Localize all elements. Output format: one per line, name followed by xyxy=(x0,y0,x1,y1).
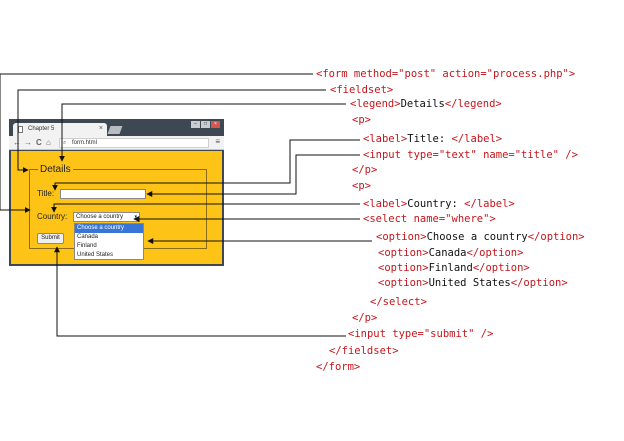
demo-submit-button[interactable]: Submit xyxy=(37,233,64,244)
code-select-open: <select name="where"> xyxy=(363,213,496,225)
arrow-label-title xyxy=(52,139,360,191)
code-label-country: <label>Country: </label> xyxy=(363,198,515,210)
code-text: Canada xyxy=(428,247,467,259)
demo-option[interactable]: Choose a country xyxy=(75,224,143,233)
demo-option[interactable]: United States xyxy=(77,252,114,258)
code-option: <option>United States</option> xyxy=(378,277,568,289)
code-label-title: <label>Title: </label> xyxy=(363,133,502,145)
code-tag: </option> xyxy=(527,231,585,243)
tab-close-icon[interactable]: × xyxy=(98,125,103,132)
demo-title-label: Title: xyxy=(37,189,55,198)
code-tag: <option> xyxy=(376,231,427,243)
code-fieldset-close: </fieldset> xyxy=(329,345,399,357)
code-fieldset-open: <fieldset> xyxy=(330,84,394,96)
code-tag: <legend> xyxy=(350,98,401,110)
demo-title-input[interactable] xyxy=(60,189,146,199)
demo-select-value: Choose a country xyxy=(76,214,124,220)
code-tag: </legend> xyxy=(444,98,502,110)
code-p-open: <p> xyxy=(352,114,371,126)
code-text: United States xyxy=(428,277,511,289)
demo-country-label: Country: xyxy=(37,212,68,221)
tab-title: Chapter 5 xyxy=(28,126,55,132)
demo-option[interactable]: Canada xyxy=(77,234,99,240)
demo-country-dropdown: Choose a country Canada Finland United S… xyxy=(74,223,144,260)
code-p-close: </p> xyxy=(352,312,378,324)
code-tag: </option> xyxy=(510,277,568,289)
arrow-fieldset xyxy=(17,89,326,173)
code-text: Finland xyxy=(428,262,473,274)
demo-option[interactable]: Finland xyxy=(77,243,97,249)
browser-menu-icon[interactable]: ≡ xyxy=(215,137,220,146)
code-tag: <option> xyxy=(378,247,429,259)
arrow-legend xyxy=(59,103,346,162)
browser-toolbar: ← → C ⌂ ⌕ form.html ≡ xyxy=(9,136,224,150)
demo-legend: Details xyxy=(40,164,71,175)
tab-strip: Chapter 5 × – □ × xyxy=(9,119,224,136)
arrow-form xyxy=(0,73,313,213)
maximize-icon[interactable]: □ xyxy=(201,121,210,128)
code-tag: </label> xyxy=(464,198,515,210)
address-bar[interactable]: ⌕ form.html xyxy=(59,138,209,148)
address-url: form.html xyxy=(72,140,98,146)
code-form-open: <form method="post" action="process.php"… xyxy=(316,68,576,80)
code-tag: </option> xyxy=(472,262,530,274)
minimize-icon[interactable]: – xyxy=(191,121,200,128)
back-icon[interactable]: ← xyxy=(13,138,21,147)
code-tag: <label> xyxy=(363,198,408,210)
forward-icon[interactable]: → xyxy=(24,138,32,147)
code-input-submit: <input type="submit" /> xyxy=(348,328,494,340)
code-select-close: </select> xyxy=(370,296,427,308)
code-tag: <option> xyxy=(378,277,429,289)
arrow-input-text xyxy=(146,154,360,197)
code-p-open: <p> xyxy=(352,180,371,192)
code-tag: <label> xyxy=(363,133,408,145)
code-legend: <legend>Details</legend> xyxy=(350,98,502,110)
reload-icon[interactable]: C xyxy=(36,138,42,147)
search-icon: ⌕ xyxy=(63,140,67,146)
code-form-close: </form> xyxy=(316,361,361,373)
code-text: Details xyxy=(400,98,445,110)
arrow-label-country xyxy=(51,203,360,213)
home-icon[interactable]: ⌂ xyxy=(46,138,51,147)
window-close-icon[interactable]: × xyxy=(211,121,220,128)
code-option: <option>Choose a country</option> xyxy=(376,231,585,243)
arrow-submit xyxy=(54,246,346,337)
code-tag: </option> xyxy=(466,247,524,259)
code-input-text: <input type="text" name="title" /> xyxy=(363,149,578,161)
code-text: Title: xyxy=(407,133,452,145)
code-text: Country: xyxy=(407,198,465,210)
window-controls: – □ × xyxy=(191,121,220,129)
code-option: <option>Canada</option> xyxy=(378,247,523,259)
code-tag: <option> xyxy=(378,262,429,274)
code-tag: </label> xyxy=(451,133,503,145)
code-text: Choose a country xyxy=(426,231,528,243)
code-p-close: </p> xyxy=(352,164,378,176)
code-option: <option>Finland</option> xyxy=(378,262,530,274)
